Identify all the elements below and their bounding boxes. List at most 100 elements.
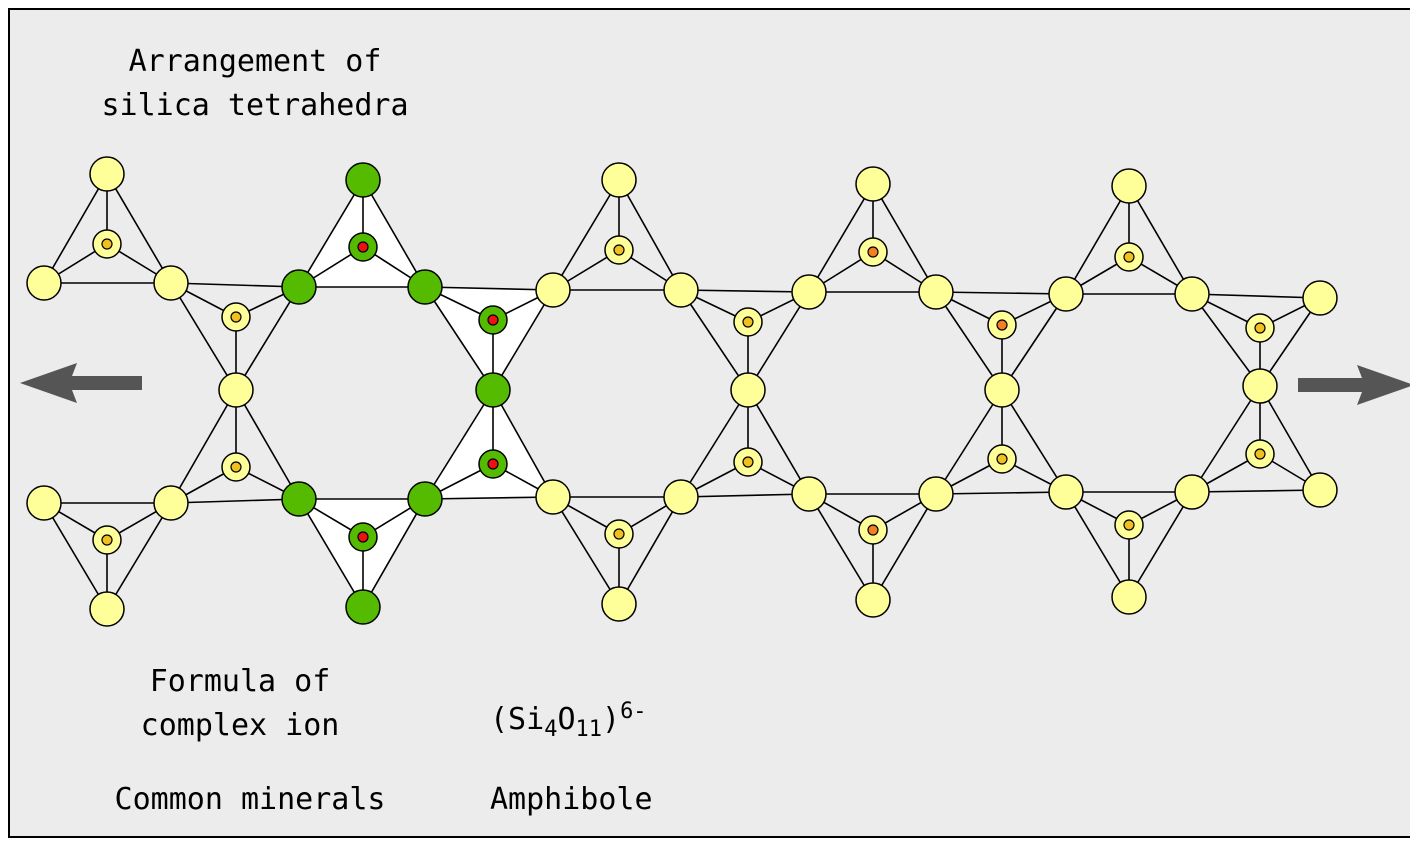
- silicon-atom: [1123, 251, 1135, 263]
- bond-line: [1259, 297, 1321, 387]
- silicon-atom: [1123, 519, 1135, 531]
- oxygen-atom: [153, 485, 189, 521]
- formula-label-line1: Formula of: [149, 664, 331, 699]
- bond-line: [43, 173, 108, 284]
- oxygen-atom: [791, 274, 827, 310]
- silicon-atom: [613, 244, 625, 256]
- bridging-oxygen-atom: [475, 372, 511, 408]
- bond-line: [1128, 185, 1193, 295]
- bond-line: [170, 282, 237, 391]
- oxygen-atom: [1048, 474, 1084, 510]
- oxygen-atom: [663, 272, 699, 308]
- oxygen-atom: [1302, 472, 1338, 508]
- silicon-atom: [101, 238, 113, 250]
- bond-line: [43, 502, 108, 610]
- apex-oxygen-atom: [345, 589, 381, 625]
- formula-label: Formula of complex ion: [90, 660, 390, 748]
- oxygen-atom: [918, 476, 954, 512]
- bond-line: [424, 389, 494, 500]
- oxygen-atom: [1174, 474, 1210, 510]
- bond-line: [1065, 491, 1130, 598]
- bond-line: [618, 496, 682, 605]
- bond-line: [1001, 293, 1067, 391]
- formula-charge: 6-: [620, 699, 647, 724]
- arrangement-label: Arrangement of silica tetrahedra: [80, 40, 430, 128]
- bond-line: [362, 498, 426, 608]
- bond-line: [872, 183, 937, 293]
- bond-line: [106, 502, 172, 610]
- bond-line: [298, 498, 364, 608]
- bond-line: [424, 496, 554, 500]
- oxygen-atom: [663, 479, 699, 515]
- bond-line: [935, 491, 1067, 495]
- bridging-oxygen-atom: [730, 372, 766, 408]
- oxygen-atom: [26, 485, 62, 521]
- apex-oxygen-atom: [855, 582, 891, 618]
- arrangement-label-line2: silica tetrahedra: [101, 88, 409, 123]
- bond-line: [872, 493, 937, 601]
- formula-close: ): [602, 702, 621, 737]
- bond-line: [808, 183, 874, 293]
- oxygen-atom: [535, 272, 571, 308]
- bond-line: [680, 493, 810, 498]
- oxygen-atom: [407, 269, 443, 305]
- apex-oxygen-atom: [855, 166, 891, 202]
- bond-line: [235, 286, 300, 391]
- oxygen-atom: [1302, 280, 1338, 316]
- oxygen-atom: [791, 476, 827, 512]
- silicon-atom: [1254, 322, 1266, 334]
- apex-oxygen-atom: [601, 586, 637, 622]
- silicon-atom: [357, 241, 369, 253]
- bond-line: [492, 289, 554, 391]
- bond-line: [424, 286, 494, 391]
- oxygen-atom: [918, 274, 954, 310]
- silicon-atom: [742, 456, 754, 468]
- formula-si-subscript: 4: [544, 717, 558, 742]
- bond-line: [298, 179, 364, 288]
- bond-line: [935, 389, 1003, 495]
- bond-line: [1191, 489, 1321, 493]
- right-arrow-icon: [1298, 365, 1410, 405]
- formula-si: (Si: [490, 702, 545, 737]
- bond-line: [1191, 293, 1261, 387]
- bond-line: [424, 286, 554, 291]
- bridging-oxygen-atom: [1242, 368, 1278, 404]
- bond-line: [808, 493, 874, 601]
- oxygen-atom: [281, 269, 317, 305]
- bond-line: [680, 289, 810, 293]
- arrangement-label-line1: Arrangement of: [128, 44, 382, 79]
- apex-oxygen-atom: [1111, 579, 1147, 615]
- formula-value: (Si4O11)6-: [490, 690, 710, 752]
- bond-line: [1191, 385, 1261, 493]
- oxygen-atom: [1048, 276, 1084, 312]
- bond-line: [170, 498, 300, 504]
- oxygen-atom: [407, 481, 443, 517]
- silicon-atom: [996, 453, 1008, 465]
- silicon-atom: [742, 316, 754, 328]
- bond-line: [747, 389, 810, 495]
- apex-oxygen-atom: [345, 162, 381, 198]
- bond-line: [552, 179, 620, 291]
- bond-line: [618, 179, 682, 291]
- bond-line: [492, 389, 554, 498]
- silicon-atom: [230, 311, 242, 323]
- silicon-atom: [613, 528, 625, 540]
- bond-line: [106, 173, 172, 284]
- bond-line: [747, 291, 810, 391]
- bond-line: [1259, 385, 1321, 491]
- bridging-oxygen-atom: [218, 372, 254, 408]
- bond-line: [1191, 293, 1321, 299]
- bond-line: [680, 389, 749, 498]
- oxygen-atom: [1174, 276, 1210, 312]
- bond-line: [170, 282, 300, 288]
- bridging-oxygen-atom: [984, 372, 1020, 408]
- silicon-atom: [867, 524, 879, 536]
- silicon-atom: [867, 246, 879, 258]
- formula-o-subscript: 11: [575, 717, 603, 742]
- apex-oxygen-atom: [89, 591, 125, 627]
- oxygen-atom: [535, 479, 571, 515]
- bond-line: [552, 496, 620, 605]
- silicon-atom: [357, 531, 369, 543]
- formula-o: O: [557, 702, 576, 737]
- silicon-atom: [487, 314, 499, 326]
